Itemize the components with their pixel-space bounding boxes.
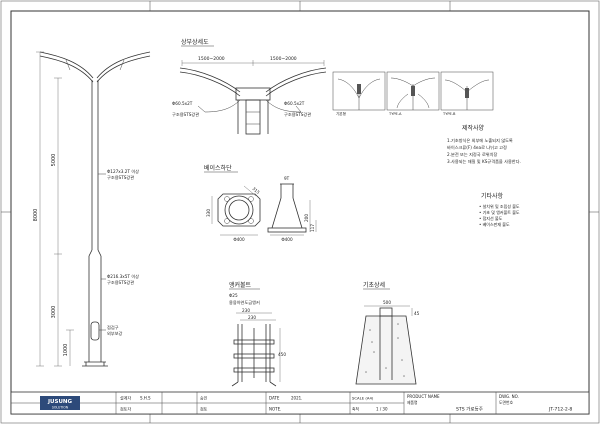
other-line-3: • 접지선 불도 bbox=[479, 215, 503, 221]
anchor-title: 앵커볼트 bbox=[229, 281, 252, 289]
pole-elevation bbox=[39, 51, 151, 367]
anchor-spec-1: Φ25 bbox=[229, 293, 238, 298]
product-label: PRODUCT NAME bbox=[407, 394, 440, 399]
base-plate-plan bbox=[211, 185, 261, 236]
dwg-value: JT-712-2-8 bbox=[548, 407, 572, 413]
spec-line-2: 바이스크류(F) 4ea로 나뉘고 고정 bbox=[447, 144, 507, 151]
scale-ratio-label: 축척 bbox=[352, 407, 359, 412]
variant-label-2: TYPE-A bbox=[388, 112, 402, 116]
other-line-2: • 기초 및 앵커볼트 불도 bbox=[479, 209, 520, 215]
dwg-sublabel: 도면번호 bbox=[499, 400, 513, 405]
base-plate-title: 베이스하단 bbox=[204, 164, 232, 172]
top-detail-title: 상부상세도 bbox=[181, 38, 209, 46]
base-dim-w2: Φ400 bbox=[281, 237, 293, 242]
other-line-4: • 베이스판재 불도 bbox=[479, 221, 510, 227]
logo-subtext: SOLUTION bbox=[52, 406, 69, 410]
top-arm-right-material: 구조용STS강관 bbox=[284, 111, 311, 118]
base-dim-b: 315 bbox=[251, 186, 261, 195]
anchor-spec-2: 용융아연도금앵커 bbox=[229, 299, 260, 306]
variant-thumbnails bbox=[332, 71, 494, 111]
base-plate-side bbox=[267, 183, 317, 236]
pole-dim-total: 8000 bbox=[33, 209, 39, 222]
lower-pipe-spec: Φ216.3x5T 이상 bbox=[107, 273, 139, 280]
date-value: 2021. bbox=[291, 396, 302, 401]
spec-line-1: 1.기초방식은 외부에 노출되지 않도록 bbox=[447, 137, 513, 144]
variant-label-3: TYPE-B bbox=[442, 112, 456, 116]
base-dim-top: 9T bbox=[284, 176, 290, 181]
foundation-dim-w: 500 bbox=[383, 300, 391, 305]
logo-text: JUSUNG bbox=[47, 399, 73, 405]
spec-line-3: 2.분전 또는 지정국 로위치장 bbox=[447, 151, 498, 158]
top-arm-right-spec: Φ60.5x2T bbox=[284, 101, 305, 106]
date-label: DATE bbox=[269, 396, 280, 401]
lower-pipe-material: 구조용STS강관 bbox=[107, 279, 134, 286]
review-label: 검토 bbox=[200, 406, 208, 412]
title-block bbox=[10, 391, 590, 415]
product-sublabel: 제품명 bbox=[407, 400, 418, 405]
product-value: STS 가로등주 bbox=[456, 406, 483, 413]
top-span-left: 1500~2000 bbox=[198, 56, 225, 62]
base-dim-h: 200 bbox=[304, 214, 309, 222]
base-dim-s: 117 bbox=[310, 224, 315, 232]
approve-label: 승인 bbox=[200, 395, 208, 401]
upper-pipe-spec: Φ127x3.2T 이상 bbox=[107, 168, 139, 175]
other-title: 기타사항 bbox=[481, 192, 504, 200]
base-dim-w1: Φ400 bbox=[233, 237, 245, 242]
door-note-2: 외부보강 bbox=[107, 330, 123, 337]
top-arm-left-material: 구조용STS강관 bbox=[172, 111, 199, 118]
pole-dim-lower: 3000 bbox=[51, 306, 57, 319]
anchor-dim-b: 230 bbox=[248, 315, 256, 320]
other-line-1: • 설치위 및 조립성 불도 bbox=[479, 203, 520, 209]
door-note-1: 점검구 bbox=[107, 324, 119, 331]
variant-label-1: 기본형 bbox=[336, 111, 346, 116]
anchor-bolt-drawing bbox=[231, 312, 281, 387]
company-logo bbox=[40, 396, 80, 410]
foundation-title: 기초상세 bbox=[363, 281, 385, 289]
top-detail-drawing bbox=[179, 60, 327, 135]
top-arm-left-spec: Φ60.5x2T bbox=[172, 101, 193, 106]
inspection-door bbox=[90, 321, 100, 341]
base-dim-a: 330 bbox=[206, 209, 211, 217]
upper-pipe-material: 구조용STS강관 bbox=[107, 174, 134, 181]
spec-line-4: 3.사용되는 재질 및 KS규격품을 사용한다. bbox=[447, 158, 521, 165]
dwg-label: DWG. NO. bbox=[499, 394, 519, 399]
designer-label: 설계자 bbox=[120, 395, 131, 401]
pole-dim-upper: 5000 bbox=[51, 154, 57, 167]
designer-value: S.H.S bbox=[140, 396, 151, 401]
foundation-dim-d: 45 bbox=[414, 311, 420, 316]
spec-title: 제작사양 bbox=[462, 124, 485, 132]
anchor-dim-h: 450 bbox=[278, 352, 286, 357]
checker-label: 검토자 bbox=[120, 406, 131, 412]
scale-label: SCALE (A4) bbox=[352, 396, 374, 401]
pole-dim-base: 1000 bbox=[63, 344, 69, 357]
scale-value: 1 / 30 bbox=[376, 407, 388, 412]
foundation-drawing bbox=[355, 305, 417, 385]
anchor-dim-a: 230 bbox=[242, 308, 250, 313]
note-label: NOTE. bbox=[269, 407, 281, 412]
pole-dimensions bbox=[36, 51, 74, 367]
top-span-right: 1500~2000 bbox=[270, 56, 297, 62]
